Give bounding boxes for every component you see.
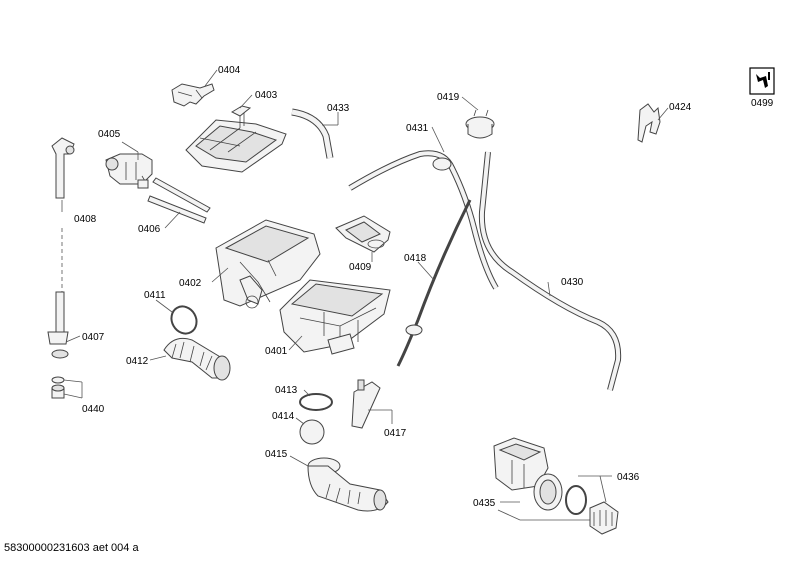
label-0412: 0412	[126, 356, 149, 367]
label-0409: 0409	[349, 262, 372, 273]
label-0440: 0440	[82, 404, 105, 415]
part-0409-drawer-insert	[335, 215, 391, 253]
label-0431: 0431	[406, 123, 429, 134]
part-0404-clip	[171, 83, 215, 107]
part-0435-pump	[493, 437, 563, 511]
label-0435: 0435	[473, 498, 496, 509]
part-0407-hose-lower	[47, 291, 69, 359]
label-0408: 0408	[74, 214, 97, 225]
label-0414: 0414	[272, 411, 295, 422]
label-0402: 0402	[179, 278, 202, 289]
part-0414-ball	[299, 419, 325, 445]
part-0413-ring	[299, 393, 333, 411]
label-0406: 0406	[138, 224, 161, 235]
part-0412-bellows-hose	[163, 337, 231, 381]
label-0411: 0411	[144, 290, 166, 301]
label-0405: 0405	[98, 129, 121, 140]
label-0430: 0430	[561, 277, 584, 288]
part-0408-hose-upper	[51, 137, 75, 199]
label-0418: 0418	[404, 253, 427, 264]
part-0415-sump-hose	[307, 457, 389, 512]
part-0430-pipe	[478, 151, 622, 391]
part-0411-ring	[170, 305, 198, 335]
part-0405-inlet-valve	[105, 153, 153, 189]
part-0417-sensor	[351, 379, 381, 429]
label-0403: 0403	[255, 90, 278, 101]
part-0402-drawer-housing	[215, 219, 321, 309]
part-0401-tray	[279, 279, 391, 355]
wrench-service-icon	[749, 67, 775, 95]
part-0424-holder	[637, 103, 661, 143]
part-0433-hose	[291, 108, 334, 159]
label-0413: 0413	[275, 385, 298, 396]
part-0418-breather	[396, 199, 472, 367]
label-0417: 0417	[384, 428, 407, 439]
document-footer-code: 58300000231603 aet 004 a	[4, 542, 139, 554]
label-0407: 0407	[82, 332, 105, 343]
part-0436-seal-filter	[565, 485, 619, 535]
label-0424: 0424	[669, 102, 692, 113]
part-0406-rods	[147, 177, 211, 224]
label-0436: 0436	[617, 472, 640, 483]
part-0431-hose	[348, 150, 499, 290]
label-0415: 0415	[265, 449, 288, 460]
label-0499: 0499	[751, 98, 774, 109]
label-0401: 0401	[265, 346, 288, 357]
part-0440-nut	[51, 376, 65, 399]
part-0403-valve-bracket	[185, 105, 287, 173]
label-0419: 0419	[437, 92, 460, 103]
label-0404: 0404	[218, 65, 241, 76]
label-0433: 0433	[327, 103, 350, 114]
part-0419-clamp	[465, 109, 495, 139]
